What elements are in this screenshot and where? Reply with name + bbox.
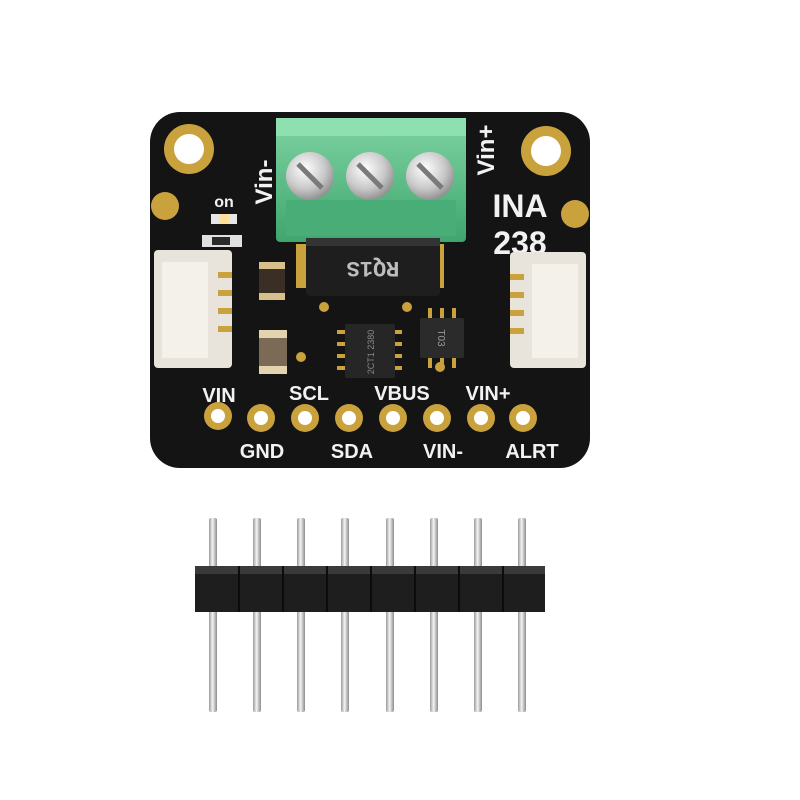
stemma-connector-left (154, 250, 232, 368)
vias (296, 302, 445, 372)
power-led: on (202, 194, 242, 247)
pin-hole (335, 404, 363, 432)
small-ic: T03 (420, 308, 464, 368)
screw-icon (286, 152, 334, 200)
screw-icon (346, 152, 394, 200)
header-plastic-body (195, 566, 545, 612)
pin-label-vin-plus: VIN+ (465, 383, 510, 405)
pin-hole (509, 404, 537, 432)
pin-label-vbus: VBUS (374, 383, 430, 405)
header-pin (297, 518, 305, 712)
male-header-strip (195, 518, 545, 712)
diode-marking: RQ1S (347, 255, 400, 280)
stemma-connector-right (510, 252, 586, 368)
smd-capacitor (259, 330, 287, 374)
pin-label-sda: SDA (331, 441, 373, 463)
vin-minus-label: Vin- (251, 160, 278, 205)
pin-hole (291, 404, 319, 432)
pin-label-vin: VIN (202, 385, 235, 407)
header-pin (518, 518, 526, 712)
led-label: on (214, 194, 234, 211)
pin-label-gnd: GND (240, 441, 284, 463)
smd-capacitor (259, 262, 285, 300)
ina238-chip: 2CT1 2380 (337, 324, 402, 378)
header-pin (253, 518, 261, 712)
pin-hole (204, 402, 232, 430)
pin-label-scl: SCL (289, 383, 329, 405)
screw-icon (406, 152, 454, 200)
pin-label-alrt: ALRT (505, 441, 558, 463)
header-pin (474, 518, 482, 712)
small-chip-marking: T03 (435, 329, 446, 347)
pin-label-vin-minus: VIN- (423, 441, 463, 463)
pin-hole (379, 404, 407, 432)
header-pin (209, 518, 217, 712)
chip-marking: 2CT1 2380 (366, 330, 376, 375)
header-pin (386, 518, 394, 712)
header-pin (430, 518, 438, 712)
screw-terminal-block (276, 118, 466, 242)
header-pin (341, 518, 349, 712)
pin-hole (423, 404, 451, 432)
pin-hole (467, 404, 495, 432)
diode: RQ1S (296, 238, 444, 296)
pin-holes-row (204, 402, 537, 432)
vin-plus-label: Vin+ (473, 125, 500, 176)
pin-hole (247, 404, 275, 432)
board-title-line1: INA (492, 188, 547, 224)
